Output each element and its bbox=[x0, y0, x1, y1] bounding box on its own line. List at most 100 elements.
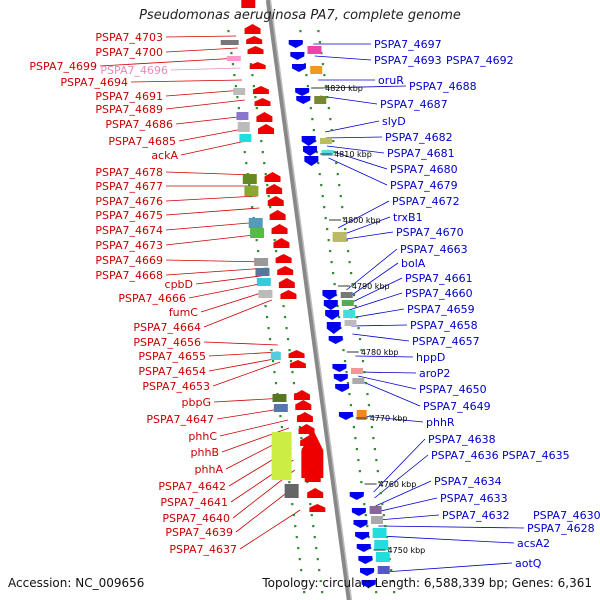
gene-domain-box[interactable] bbox=[254, 258, 269, 266]
right-gene-label[interactable]: hppD bbox=[416, 351, 445, 364]
right-gene-label[interactable]: PSPA7_4663 bbox=[400, 243, 468, 256]
left-gene-label[interactable]: PSPA7_4699 bbox=[29, 60, 97, 73]
gene-domain-box[interactable] bbox=[310, 66, 323, 74]
gene-domain-box[interactable] bbox=[352, 378, 365, 384]
gene-domain-box[interactable] bbox=[374, 540, 389, 550]
reverse-gene-arrow[interactable] bbox=[358, 556, 373, 564]
right-gene-label[interactable]: PSPA7_4682 bbox=[385, 131, 453, 144]
reverse-gene-arrow[interactable] bbox=[295, 88, 310, 96]
left-gene-label[interactable]: PSPA7_4694 bbox=[60, 76, 128, 89]
gene-domain-box[interactable] bbox=[314, 96, 327, 104]
left-gene-label[interactable]: ackA bbox=[151, 149, 178, 162]
forward-gene-arrow[interactable] bbox=[244, 24, 261, 34]
right-gene-label[interactable]: PSPA7_4632 bbox=[442, 509, 510, 522]
right-gene-label[interactable]: slyD bbox=[382, 115, 406, 128]
gene-domain-box[interactable] bbox=[239, 134, 252, 142]
gene-domain-box[interactable] bbox=[273, 404, 288, 412]
reverse-gene-arrow[interactable] bbox=[325, 310, 340, 320]
gene-domain-box[interactable] bbox=[350, 368, 363, 374]
reverse-gene-arrow[interactable] bbox=[335, 384, 350, 392]
reverse-gene-arrow[interactable] bbox=[322, 290, 337, 300]
forward-gene-arrow[interactable] bbox=[258, 124, 275, 134]
forward-gene-arrow[interactable] bbox=[280, 290, 297, 299]
left-gene-label[interactable]: PSPA7_4676 bbox=[95, 195, 163, 208]
reverse-gene-arrow[interactable] bbox=[351, 508, 366, 516]
left-gene-label[interactable]: PSPA7_4677 bbox=[95, 180, 163, 193]
gene-domain-box[interactable] bbox=[248, 218, 263, 228]
reverse-gene-arrow[interactable] bbox=[296, 96, 311, 104]
left-gene-label[interactable]: PSPA7_4696 bbox=[100, 64, 168, 77]
right-gene-label[interactable]: acsA2 bbox=[517, 537, 550, 550]
gene-domain-box[interactable] bbox=[340, 292, 353, 298]
left-gene-label[interactable]: PSPA7_4673 bbox=[95, 239, 163, 252]
gene-domain-box[interactable] bbox=[237, 122, 250, 132]
gene-domain-box[interactable] bbox=[256, 278, 271, 286]
gene-domain-box[interactable] bbox=[226, 56, 241, 61]
right-gene-label[interactable]: bolA bbox=[401, 257, 426, 270]
gene-domain-box[interactable] bbox=[344, 320, 357, 326]
gene-domain-box[interactable] bbox=[236, 112, 249, 120]
forward-gene-arrow[interactable] bbox=[266, 184, 283, 194]
reverse-gene-arrow[interactable] bbox=[332, 364, 347, 372]
right-gene-label[interactable]: PSPA7_4635 bbox=[502, 449, 570, 462]
gene-domain-box[interactable] bbox=[375, 552, 390, 562]
gene-domain-box[interactable] bbox=[284, 484, 299, 498]
reverse-gene-arrow[interactable] bbox=[288, 40, 303, 48]
reverse-gene-arrow[interactable] bbox=[338, 412, 353, 420]
forward-gene-arrow[interactable] bbox=[309, 504, 326, 512]
forward-gene-arrow[interactable] bbox=[278, 278, 295, 288]
gene-domain-box[interactable] bbox=[270, 352, 281, 360]
left-gene-label[interactable]: PSPA7_4641 bbox=[160, 496, 228, 509]
forward-gene-arrow[interactable] bbox=[252, 86, 269, 94]
gene-domain-box[interactable] bbox=[242, 174, 257, 184]
reverse-gene-arrow[interactable] bbox=[323, 300, 338, 310]
gene-domain-box[interactable] bbox=[370, 516, 383, 524]
right-gene-label[interactable]: PSPA7_4697 bbox=[374, 38, 442, 51]
gene-block-top[interactable] bbox=[241, 0, 256, 8]
right-gene-label[interactable]: PSPA7_4659 bbox=[407, 303, 475, 316]
left-gene-label[interactable]: PSPA7_4686 bbox=[105, 118, 173, 131]
right-gene-label[interactable]: PSPA7_4680 bbox=[390, 163, 458, 176]
right-gene-label[interactable]: phhR bbox=[426, 416, 455, 429]
reverse-gene-arrow[interactable] bbox=[301, 136, 316, 146]
gene-domain-box[interactable] bbox=[372, 528, 387, 538]
left-gene-label[interactable]: phhA bbox=[195, 463, 224, 476]
left-gene-label[interactable]: PSPA7_4637 bbox=[169, 543, 237, 556]
reverse-gene-arrow[interactable] bbox=[303, 146, 318, 156]
forward-gene-arrow[interactable] bbox=[275, 254, 292, 263]
gene-domain-box[interactable] bbox=[220, 40, 239, 45]
left-gene-label[interactable]: phhC bbox=[188, 430, 217, 443]
left-gene-label[interactable]: PSPA7_4642 bbox=[158, 480, 226, 493]
gene-domain-box[interactable] bbox=[341, 300, 354, 306]
right-gene-label[interactable]: PSPA7_4660 bbox=[405, 287, 473, 300]
right-gene-label[interactable]: PSPA7_4633 bbox=[440, 492, 508, 505]
gene-domain-box[interactable] bbox=[377, 566, 390, 574]
gene-domain-box[interactable] bbox=[356, 410, 367, 420]
right-gene-label[interactable]: aotQ bbox=[515, 557, 542, 570]
reverse-gene-arrow[interactable] bbox=[349, 492, 364, 500]
left-gene-label[interactable]: PSPA7_4640 bbox=[162, 512, 230, 525]
left-gene-label[interactable]: PSPA7_4664 bbox=[133, 321, 201, 334]
left-gene-label[interactable]: PSPA7_4655 bbox=[138, 350, 206, 363]
right-gene-label[interactable]: trxB1 bbox=[393, 211, 423, 224]
right-gene-label[interactable]: PSPA7_4649 bbox=[423, 400, 491, 413]
right-gene-label[interactable]: PSPA7_4657 bbox=[412, 335, 480, 348]
left-gene-label[interactable]: PSPA7_4700 bbox=[95, 46, 163, 59]
left-gene-label[interactable]: PSPA7_4656 bbox=[133, 336, 201, 349]
left-gene-label[interactable]: PSPA7_4685 bbox=[108, 135, 176, 148]
forward-gene-arrow[interactable] bbox=[277, 266, 294, 275]
forward-gene-arrow[interactable] bbox=[295, 400, 312, 410]
gene-domain-box[interactable] bbox=[271, 432, 292, 480]
left-gene-label[interactable]: PSPA7_4678 bbox=[95, 166, 163, 179]
reverse-gene-arrow[interactable] bbox=[333, 374, 348, 382]
gene-domain-box[interactable] bbox=[233, 88, 246, 95]
gene-domain-box[interactable] bbox=[258, 290, 273, 298]
right-gene-label[interactable]: PSPA7_4628 bbox=[527, 522, 595, 535]
gene-domain-box[interactable] bbox=[343, 310, 356, 318]
forward-gene-arrow[interactable] bbox=[293, 390, 310, 400]
forward-gene-arrow[interactable] bbox=[273, 238, 290, 248]
left-gene-label[interactable]: cpbD bbox=[165, 278, 193, 291]
left-gene-label[interactable]: PSPA7_4666 bbox=[118, 292, 186, 305]
forward-gene-arrow[interactable] bbox=[298, 424, 315, 434]
reverse-gene-arrow[interactable] bbox=[356, 544, 371, 552]
